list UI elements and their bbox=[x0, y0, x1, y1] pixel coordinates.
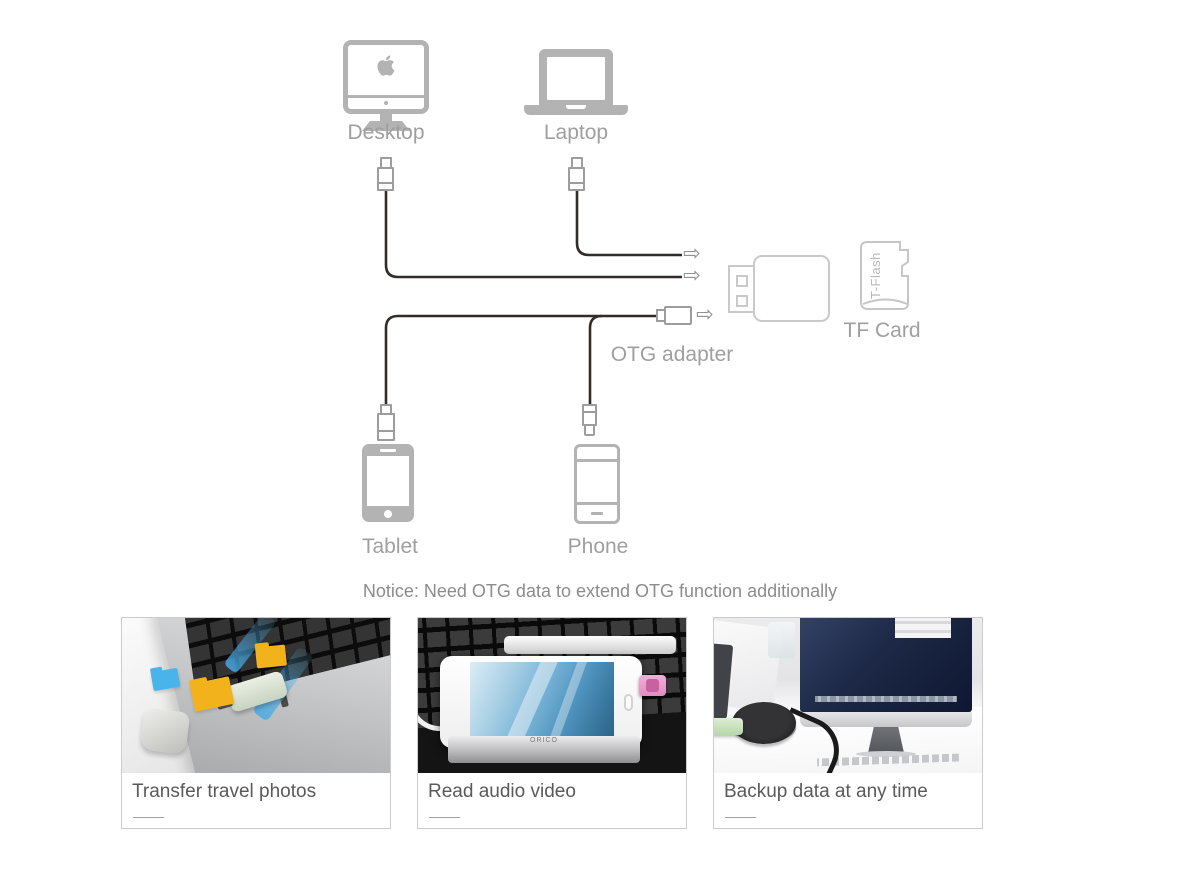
usb-contact bbox=[736, 295, 748, 307]
tf-card-text: T-Flash bbox=[868, 252, 883, 299]
phone-body bbox=[574, 444, 620, 524]
phone-top-line bbox=[577, 459, 617, 462]
tf-card-arc bbox=[862, 298, 908, 305]
laptop-label: Laptop bbox=[543, 121, 609, 144]
reader-body bbox=[753, 255, 830, 322]
tf-card-icon: T-Flash bbox=[860, 241, 909, 310]
phone-icon bbox=[574, 444, 620, 524]
tablet-otg-cable bbox=[384, 314, 656, 404]
imac-chin-dot bbox=[384, 101, 388, 105]
tf-card-outline bbox=[860, 241, 909, 310]
feature-card-audio-video: ORICO Read audio video bbox=[417, 617, 687, 829]
photo-green-reader bbox=[714, 718, 743, 735]
feature-card-backup: Backup data at any time bbox=[713, 617, 983, 829]
photo-reader-cap bbox=[139, 707, 191, 755]
usb-connector-desktop bbox=[377, 157, 394, 191]
imac-stand-base bbox=[362, 121, 410, 131]
reader-usb-plug bbox=[728, 265, 755, 313]
laptop-screen bbox=[539, 49, 613, 105]
tablet-body bbox=[362, 444, 414, 522]
desktop-label: Desktop bbox=[347, 121, 425, 144]
feature-card-transfer: Transfer travel photos bbox=[121, 617, 391, 829]
connector-body bbox=[377, 413, 395, 441]
laptop-cable bbox=[575, 191, 682, 257]
connector-body bbox=[377, 167, 394, 191]
card-caption: Transfer travel photos bbox=[132, 781, 317, 802]
photo-dock-stand: ORICO bbox=[448, 736, 640, 763]
caption-underline bbox=[133, 817, 164, 818]
usb-contact bbox=[736, 275, 748, 287]
card-photo-imac-desk bbox=[714, 618, 982, 773]
arrow-icon: ⇨ bbox=[683, 241, 701, 265]
imac-screen bbox=[343, 40, 429, 114]
phone-label: Phone bbox=[567, 535, 629, 558]
usb-connector-laptop bbox=[568, 157, 585, 191]
otg-plug-body bbox=[664, 306, 692, 325]
otg-connector-icon bbox=[656, 306, 692, 325]
arrow-icon: ⇨ bbox=[696, 302, 714, 326]
apple-logo-icon bbox=[373, 52, 400, 84]
photo-pink-reader bbox=[639, 675, 666, 696]
connector-body bbox=[568, 167, 585, 191]
tablet-icon bbox=[362, 444, 414, 522]
photo-phone bbox=[440, 656, 642, 748]
usb-card-reader-icon bbox=[728, 255, 832, 322]
tablet-home-button bbox=[384, 510, 392, 518]
folder-icon bbox=[254, 644, 288, 669]
brand-text: ORICO bbox=[530, 737, 558, 744]
photo-glass bbox=[768, 622, 795, 658]
phone-home-button bbox=[591, 512, 603, 515]
laptop-icon bbox=[524, 49, 628, 115]
tablet-screen bbox=[367, 456, 409, 506]
imac-chin-line bbox=[348, 95, 424, 98]
photo-screen-dock bbox=[812, 694, 960, 704]
card-caption: Read audio video bbox=[428, 781, 576, 802]
phone-bottom-line bbox=[577, 502, 617, 505]
usb-connector-tablet bbox=[377, 404, 395, 441]
photo-phone-home-button bbox=[624, 694, 633, 711]
desktop-icon bbox=[342, 40, 430, 131]
card-caption: Backup data at any time bbox=[724, 781, 928, 802]
connector-body bbox=[582, 404, 597, 426]
photo-phone-screen bbox=[470, 662, 614, 742]
laptop-base bbox=[524, 105, 628, 115]
photo-imac-chin bbox=[800, 712, 972, 727]
photo-dock-clamp bbox=[504, 636, 676, 654]
tablet-label: Tablet bbox=[361, 535, 419, 558]
tablet-speaker bbox=[380, 449, 396, 452]
desktop-cable bbox=[384, 191, 682, 279]
caption-underline bbox=[429, 817, 460, 818]
micro-usb-connector-phone bbox=[582, 404, 597, 436]
photo-imac-screen bbox=[800, 618, 972, 712]
arrow-icon: ⇨ bbox=[683, 263, 701, 287]
photo-imac-stand bbox=[868, 727, 904, 753]
tf-card-label: TF Card bbox=[843, 319, 921, 342]
phone-otg-cable bbox=[588, 314, 603, 404]
card-photo-laptop-reader bbox=[122, 618, 390, 773]
cables-graphic bbox=[384, 191, 682, 404]
caption-underline bbox=[725, 817, 756, 818]
notice-text: Notice: Need OTG data to extend OTG func… bbox=[362, 581, 838, 601]
photo-screen-window bbox=[890, 618, 956, 642]
card-photo-phone-dock: ORICO bbox=[418, 618, 686, 773]
imac-stand-neck bbox=[380, 114, 392, 121]
otg-adapter-label: OTG adapter bbox=[610, 343, 734, 366]
